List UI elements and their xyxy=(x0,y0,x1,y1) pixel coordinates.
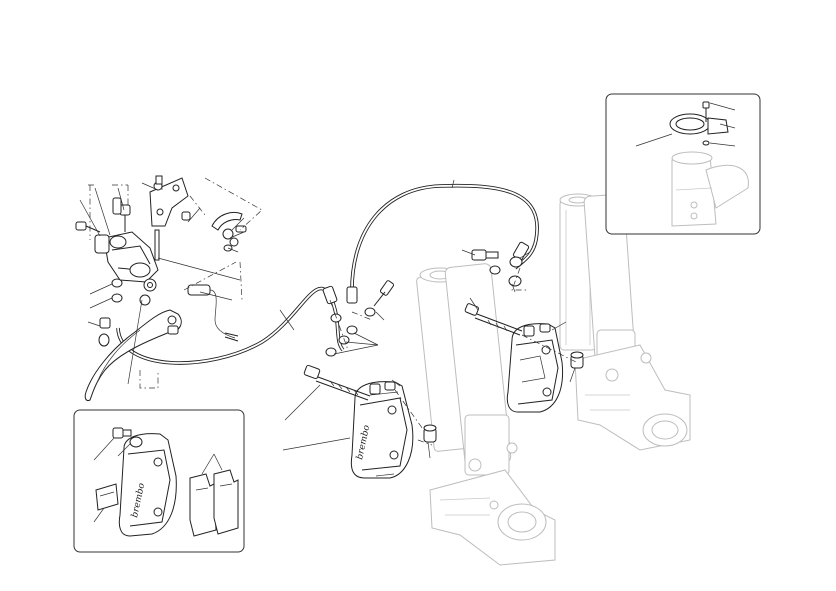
washer xyxy=(330,313,342,323)
fork-leg-left xyxy=(416,263,556,566)
brake-caliper-left: brembo xyxy=(350,381,414,479)
callout-leaders xyxy=(79,179,576,459)
caliper-detail-inset: brembo xyxy=(73,409,245,553)
brake-lever[interactable] xyxy=(84,309,182,401)
caliper-mounting-bolt xyxy=(464,303,523,336)
hose-fittings xyxy=(322,241,530,357)
clamp-ring xyxy=(669,101,729,146)
fork-tube-partial xyxy=(671,151,749,227)
spacer-bushing xyxy=(570,351,584,369)
banjo-bolt xyxy=(373,249,499,307)
brake-master-cylinder xyxy=(94,231,159,292)
brake-line-clamp-inset xyxy=(605,93,761,235)
brake-pads xyxy=(189,469,239,537)
fork-leg-right xyxy=(559,193,691,451)
brake-caliper-right xyxy=(506,323,564,413)
caliper-mounting-bolt xyxy=(303,364,371,401)
brake-light-switch xyxy=(187,284,239,342)
spacer-bushing xyxy=(423,424,437,443)
reservoir-hose xyxy=(211,212,247,247)
reservoir-bracket xyxy=(149,175,189,227)
assembly-axis-lines xyxy=(88,177,577,446)
inset-caliper: brembo xyxy=(118,433,177,537)
bleed-valve xyxy=(112,427,143,448)
front-fork-assembly xyxy=(416,193,691,566)
fasteners-master-cylinder xyxy=(75,197,233,347)
pad-retaining-spring xyxy=(95,483,119,511)
